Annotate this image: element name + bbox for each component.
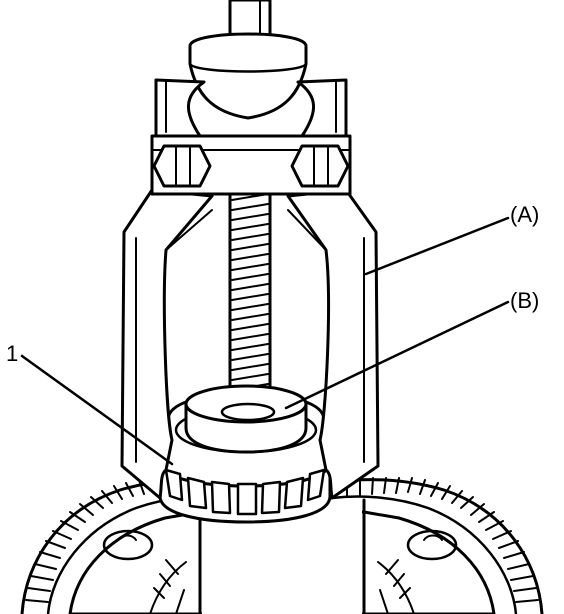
leader-line-b (284, 300, 510, 410)
puller-a (120, 0, 380, 500)
screw-shaft (228, 188, 272, 414)
puller-upper-mount (188, 32, 308, 120)
puller-arm-left (120, 188, 214, 500)
label-1: 1 (6, 341, 19, 366)
adapter-b (184, 384, 308, 454)
puller-arm-right (286, 188, 380, 500)
bearing-rollers (164, 468, 326, 516)
label-b: (B) (510, 288, 540, 313)
case-hole-right (406, 529, 458, 561)
crossbar-bolt-right (290, 144, 350, 188)
crossbar-bolt-left (152, 144, 212, 188)
gear-teeth-right (346, 477, 539, 603)
leader-line-1 (20, 354, 174, 466)
leader-lines (20, 216, 510, 466)
label-a: (A) (510, 202, 540, 227)
leader-line-a (364, 216, 510, 276)
case-hole-left (102, 529, 154, 561)
